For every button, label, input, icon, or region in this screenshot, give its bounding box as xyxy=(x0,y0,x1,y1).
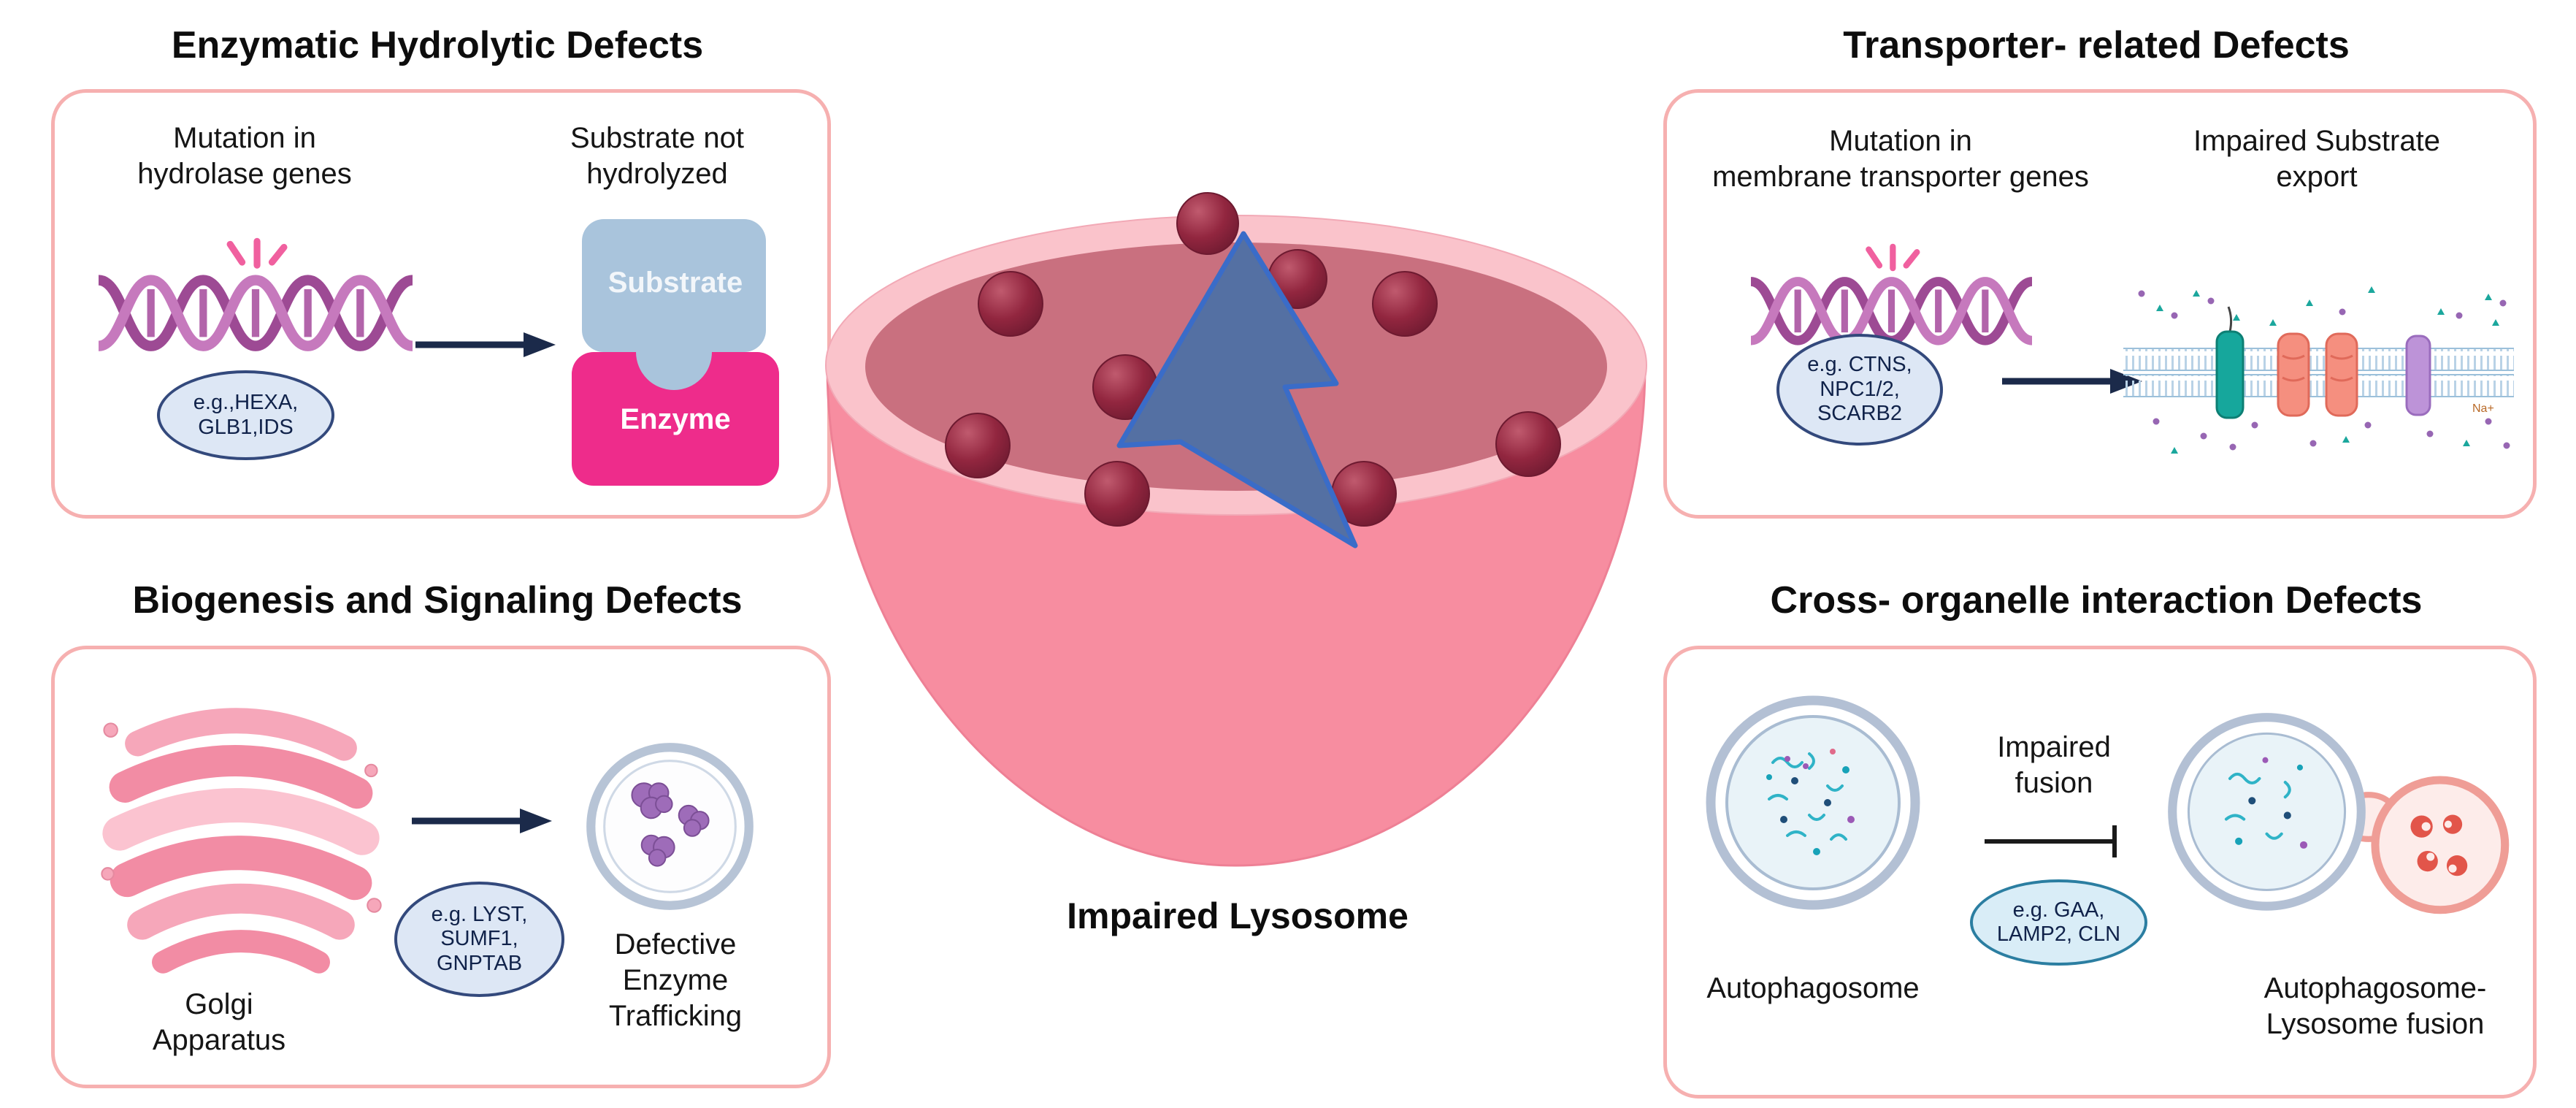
panel-cross-organelle-defects: Autophagosome Impaired fusion e.g. GAA, … xyxy=(1663,646,2537,1099)
substrate-label: Substrate xyxy=(607,267,743,299)
autophagosome-icon xyxy=(1706,695,1920,910)
enzymatic-result-caption: Substrate not hydrolyzed xyxy=(570,122,744,190)
biogenesis-genes-badge: e.g. LYST, SUMF1, GNPTAB xyxy=(394,882,564,997)
lightning-bolt-icon xyxy=(1116,231,1358,549)
golgi-label: Golgi Apparatus xyxy=(152,988,286,1056)
impaired-fusion-caption: Impaired fusion xyxy=(1997,731,2111,799)
cross-organelle-genes-badge: e.g. GAA, LAMP2, CLN xyxy=(1970,879,2147,966)
transporter-result-caption: Impaired Substrate export xyxy=(2193,125,2440,193)
title-transporter: Transporter- related Defects xyxy=(1843,24,2350,66)
panel-transporter-defects: Mutation in membrane transporter genes e… xyxy=(1663,89,2537,519)
arrow-icon xyxy=(415,332,556,357)
golgi-icon xyxy=(101,708,382,974)
vesicle-icon xyxy=(586,743,754,910)
dna-icon xyxy=(1751,243,2032,345)
enzyme-label: Enzyme xyxy=(620,403,731,435)
panel-biogenesis-defects: Golgi Apparatus e.g. LYST, SUMF1, GNPTAB… xyxy=(51,646,831,1088)
title-biogenesis: Biogenesis and Signaling Defects xyxy=(132,579,743,622)
dna-icon xyxy=(99,237,413,351)
enzymatic-genes-badge: e.g.,HEXA, GLB1,IDS xyxy=(157,370,334,460)
na-label: Na+ xyxy=(2472,402,2494,415)
transporter-genes-badge: e.g. CTNS, NPC1/2, SCARB2 xyxy=(1776,334,1943,446)
substrate-enzyme-icon xyxy=(572,219,779,486)
biogenesis-result-caption: Defective Enzyme Trafficking xyxy=(608,928,743,1032)
title-cross-organelle: Cross- organelle interaction Defects xyxy=(1770,579,2423,622)
fusion-label: Autophagosome- Lysosome fusion xyxy=(2263,972,2487,1040)
impaired-lysosome-label: Impaired Lysosome xyxy=(1067,895,1408,936)
inhibition-icon xyxy=(1985,825,2117,857)
autophagosome-label: Autophagosome xyxy=(1706,972,1920,1004)
lysosome-illustration xyxy=(825,192,1647,867)
membrane-icon: Na+ xyxy=(2123,286,2514,454)
autophagosome-lysosome-fusion-icon xyxy=(2168,713,2510,914)
transporter-mutation-caption: Mutation in membrane transporter genes xyxy=(1712,125,2089,193)
enzymatic-mutation-caption: Mutation in hydrolase genes xyxy=(137,122,352,190)
arrow-icon xyxy=(412,809,552,833)
granules xyxy=(945,192,1561,527)
title-enzymatic: Enzymatic Hydrolytic Defects xyxy=(171,24,704,66)
panel-enzymatic-defects: Mutation in hydrolase genes e.g.,HEXA, G… xyxy=(51,89,831,519)
